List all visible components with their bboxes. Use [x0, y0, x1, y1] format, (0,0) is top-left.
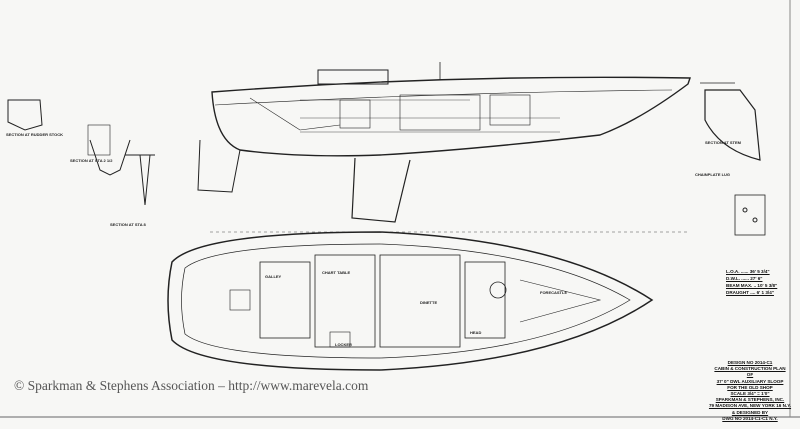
title-line: DESIGN NO 2014-C1 — [727, 360, 773, 365]
spec-dwl: D.W.L. ...... 27' 6" — [726, 276, 763, 281]
spec-beam: BEAM MAX. .. 10' 5 3/8" — [726, 283, 778, 288]
title-line: FOR THE OLD SHOP — [727, 384, 773, 390]
label-sta-section: SECTION AT STA 2 1/2 — [70, 158, 113, 163]
rudder-stock-section — [7, 99, 155, 206]
label-galley: GALLEY — [265, 274, 282, 279]
title-line: OF — [746, 372, 754, 378]
spec-loa: L.O.A. ...... 36' 5 3/4" — [726, 269, 770, 274]
hull-plan-view — [167, 231, 654, 371]
principal-dimensions: L.O.A. ...... 36' 5 3/4" D.W.L. ...... 2… — [726, 268, 777, 296]
hull-profile — [197, 62, 691, 223]
title-line: SPARKMAN & STEPHENS, INC. — [715, 397, 785, 403]
title-block: DESIGN NO 2014-C1 CABIN & CONSTRUCTION P… — [700, 360, 800, 422]
label-chainplate: CHAINPLATE LUG — [695, 172, 731, 177]
label-chart-table: CHART TABLE — [322, 270, 351, 275]
label-head: HEAD — [470, 330, 482, 335]
spec-draught: DRAUGHT .... 6' 1 3/4" — [726, 290, 774, 295]
label-forecastle: FORECASTLE — [540, 290, 568, 295]
label-bow-section: SECTION AT STEM — [705, 140, 741, 145]
title-line: SCALE 3/4" = 1'0" — [730, 391, 770, 397]
copyright-notice: © Sparkman & Stephens Association – http… — [14, 378, 369, 393]
label-dinette: DINETTE — [420, 300, 438, 305]
title-line: CABIN & CONSTRUCTION PLAN — [714, 366, 786, 372]
title-line: DWG NO 2014-C1-C1 N.Y. — [722, 415, 778, 421]
label-sta8: SECTION AT STA 8 — [110, 222, 146, 227]
title-line: & DESIGNED BY — [731, 409, 769, 415]
bow-section — [700, 82, 766, 236]
title-line: 37' 0" DWL AUXILIARY SLOOP — [716, 378, 784, 384]
title-line: 79 MADISON AVE, NEW YORK 16 N.Y. — [708, 403, 792, 409]
label-locker: LOCKER — [335, 342, 352, 347]
label-rudder-section: SECTION AT RUDDER STOCK — [6, 132, 64, 137]
